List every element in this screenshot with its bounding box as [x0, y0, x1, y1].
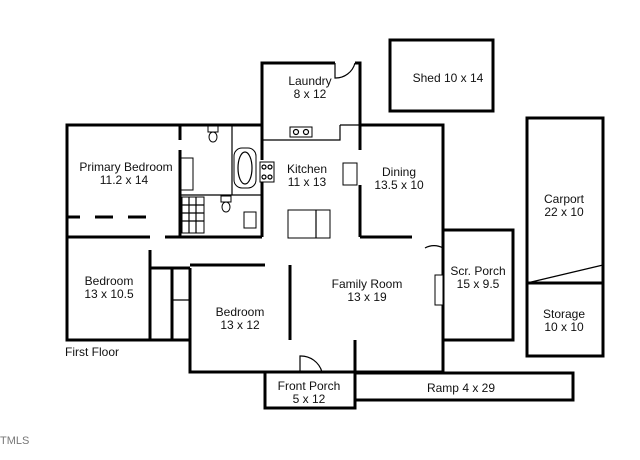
- front-door-swing: [299, 355, 323, 373]
- main-house-outline: [65, 123, 265, 374]
- bedroom-left-name: Bedroom: [85, 274, 134, 288]
- bedroom-center-size: 13 x 12: [220, 318, 260, 332]
- ramp-label: Ramp 4 x 29: [427, 381, 495, 395]
- family-room-name: Family Room: [332, 277, 403, 291]
- room-labels: Laundry 8 x 12 Shed 10 x 14 Primary Bedr…: [0, 71, 585, 447]
- family-room-size: 13 x 19: [347, 290, 387, 304]
- porch-door-swing: [424, 244, 444, 249]
- bath-fixtures: [180, 125, 275, 234]
- main-house-outline-right: [355, 123, 445, 374]
- shed-outline: [388, 38, 495, 113]
- kitchen-island: [287, 209, 331, 239]
- primary-bedroom-name: Primary Bedroom: [79, 160, 172, 174]
- dining-size: 13.5 x 10: [374, 178, 424, 192]
- toilet-tank-icon-2: [220, 195, 232, 203]
- bathtub-icon: [233, 147, 257, 189]
- vanity-icon: [180, 157, 194, 191]
- toilet-tank-icon: [207, 125, 219, 133]
- laundry-name: Laundry: [288, 74, 331, 88]
- carport-name: Carport: [544, 192, 585, 206]
- shower-icon: [181, 196, 205, 234]
- front-porch-name: Front Porch: [278, 379, 341, 393]
- laundry-sink-icon: [289, 126, 313, 138]
- carport-outline: [525, 116, 605, 358]
- carport-size: 22 x 10: [544, 205, 584, 219]
- laundry-size: 8 x 12: [294, 87, 327, 101]
- screen-porch-size: 15 x 9.5: [457, 277, 500, 291]
- watermark: TMLS: [0, 435, 29, 447]
- ramp-outline: [353, 371, 575, 402]
- laundry-room: [260, 61, 362, 138]
- bedroom-left-size: 13 x 10.5: [84, 287, 134, 301]
- interior-walls: [67, 124, 412, 340]
- screen-porch-name: Scr. Porch: [450, 264, 505, 278]
- floor-label: First Floor: [65, 345, 119, 359]
- screen-porch: [424, 228, 515, 342]
- fireplace-icon: [434, 274, 444, 306]
- sink-icon: [243, 211, 257, 229]
- bedroom-center-name: Bedroom: [216, 305, 265, 319]
- carport-slope: [526, 264, 604, 284]
- kitchen-name: Kitchen: [287, 162, 327, 176]
- stove-icon: [259, 161, 275, 183]
- primary-bedroom-size: 11.2 x 14: [100, 173, 149, 187]
- kitchen-size: 11 x 13: [288, 175, 327, 189]
- front-porch-size: 5 x 12: [293, 392, 326, 406]
- toilet-icon: [208, 131, 218, 143]
- carport-storage: [525, 116, 605, 358]
- shed-label: Shed 10 x 14: [413, 71, 484, 85]
- storage-name: Storage: [543, 307, 585, 321]
- toilet-icon-2: [221, 201, 231, 213]
- dining-name: Dining: [382, 165, 416, 179]
- fridge-icon: [342, 162, 358, 186]
- storage-size: 10 x 10: [544, 320, 584, 334]
